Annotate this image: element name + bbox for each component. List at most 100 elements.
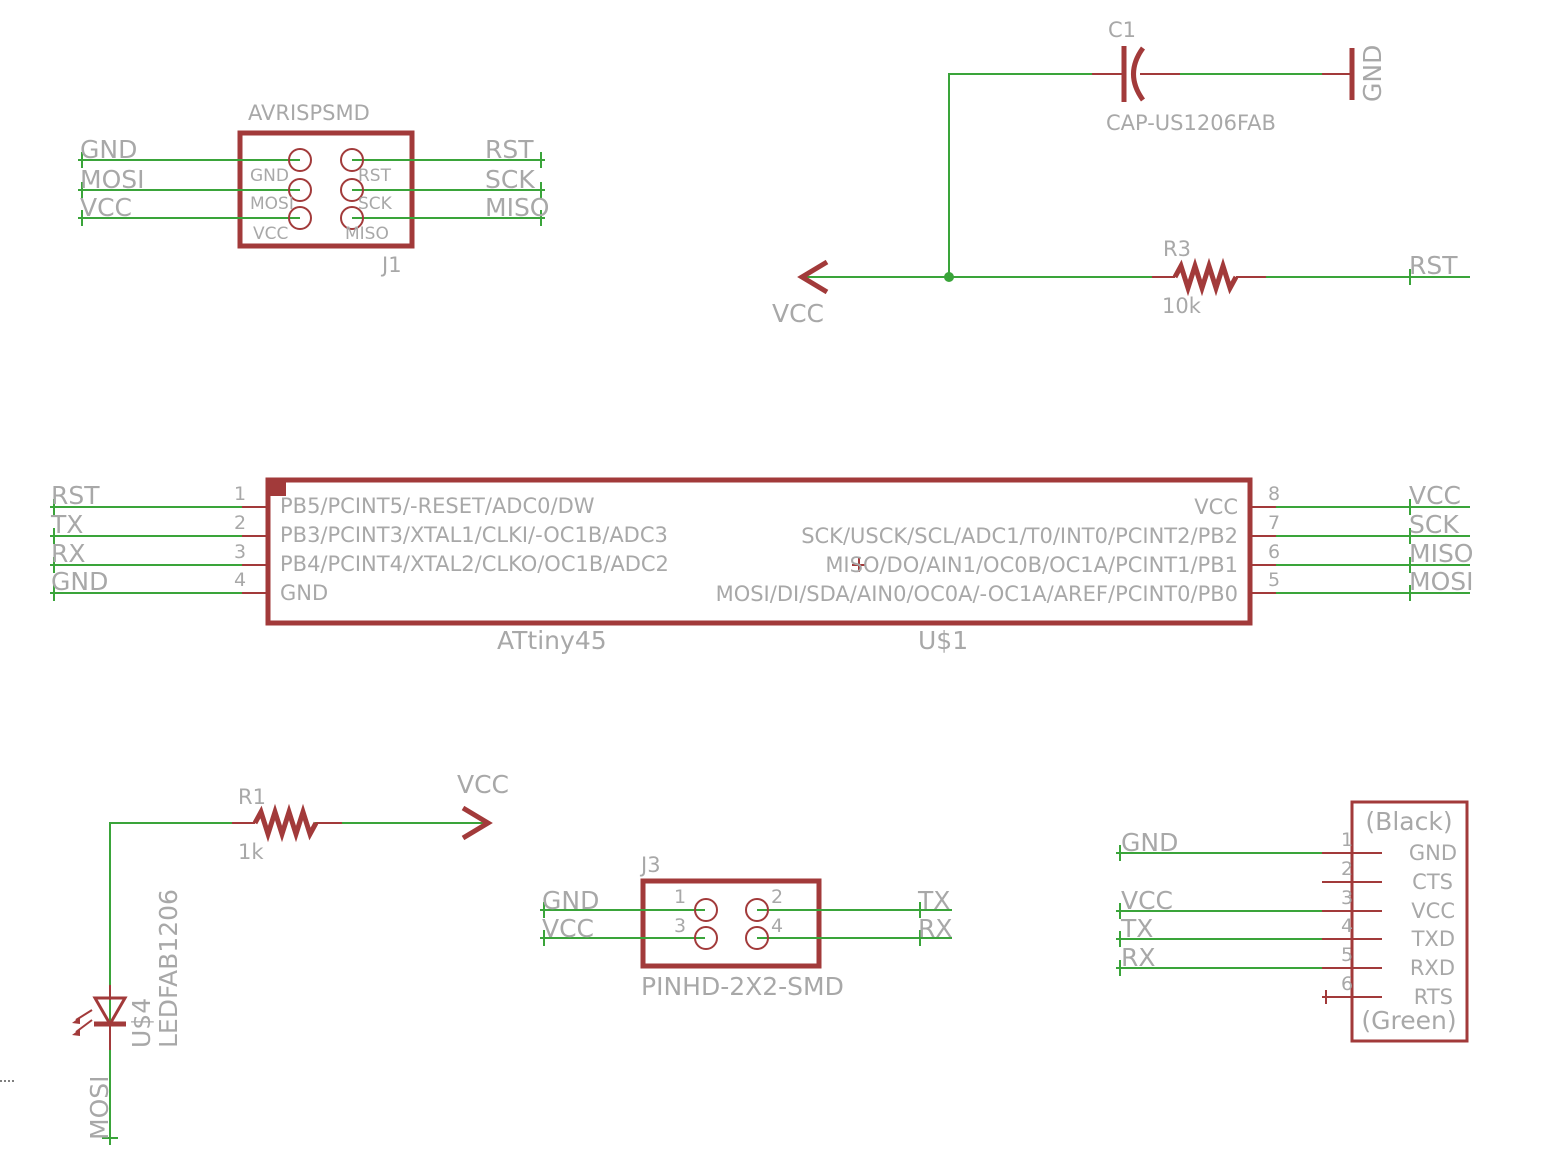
j3-pin-number: 4: [771, 915, 783, 937]
j3-pad: [745, 898, 769, 922]
c1-plate-curved: [1131, 46, 1146, 102]
ftdi-pin-number: 6: [1341, 973, 1353, 995]
r1-name: R1: [238, 785, 266, 809]
junction-dot: [944, 272, 954, 282]
u1-pin1-marker: [268, 480, 286, 496]
u1-attiny45[interactable]: RST TX RX GND 1 2 3 4 PB5/PCINT5/-RESET/…: [50, 477, 1474, 655]
j1-pad-label: MOSI: [250, 194, 294, 214]
net-label-gnd: GND: [1121, 828, 1178, 857]
net-label-rx: RX: [918, 914, 953, 943]
j1-pad: [340, 178, 364, 202]
net-label-vcc: VCC: [1121, 886, 1173, 915]
j3-pin-number: 3: [674, 915, 686, 937]
j1-pad-label: MISO: [345, 224, 389, 244]
r3-name: R3: [1163, 237, 1191, 261]
ftdi-pin-name: RXD: [1410, 956, 1455, 980]
led-value: LEDFAB1206: [154, 889, 183, 1048]
net-label-sck: SCK: [1409, 510, 1459, 539]
j1-name: J1: [380, 253, 402, 277]
c1-name: C1: [1108, 18, 1136, 42]
net-label-tx: TX: [1120, 914, 1153, 943]
j1-pad-label: VCC: [253, 224, 288, 244]
j3-pad: [745, 926, 769, 950]
ftdi-top-label: (Black): [1365, 807, 1452, 836]
u1-pin-name: MISO/DO/AIN1/OC0B/OC1A/PCINT1/PB1: [825, 553, 1238, 577]
u1-pin-name: PB4/PCINT4/XTAL2/CLKO/OC1B/ADC2: [280, 552, 669, 576]
net-label-rx: RX: [1121, 943, 1156, 972]
j3-header[interactable]: J3 1 2 3 4 GND VCC TX RX PINHD-2X2-SMD: [540, 853, 953, 1001]
u1-pin-name: GND: [280, 581, 328, 605]
u1-pin-number: 4: [234, 569, 246, 591]
vcc-arrow-symbol: [461, 805, 493, 841]
vcc-label: VCC: [457, 770, 509, 799]
j1-pad-label: RST: [358, 166, 392, 186]
ftdi-pin-name: CTS: [1412, 870, 1453, 894]
j1-value: AVRISPSMD: [248, 101, 370, 125]
u1-value: ATtiny45: [497, 626, 607, 655]
j3-pad: [694, 898, 718, 922]
c1-value: CAP-US1206FAB: [1106, 111, 1276, 135]
ftdi-pin-number: 4: [1341, 915, 1353, 937]
net-label-vcc: VCC: [1409, 481, 1461, 510]
net-label-vcc: VCC: [80, 193, 132, 222]
ftdi-pin-name: RTS: [1414, 985, 1453, 1009]
net-label-gnd: GND: [542, 886, 599, 915]
net-label-mosi: MOSI: [1409, 567, 1474, 596]
u1-body: [265, 477, 1253, 626]
j1-pad-label: SCK: [358, 194, 393, 214]
net-label-tx: TX: [50, 510, 83, 539]
net-label-rx: RX: [51, 539, 86, 568]
net-label-rst: RST: [485, 135, 534, 164]
led-u4[interactable]: U$4 LEDFAB1206 MOSI: [72, 889, 183, 1145]
ftdi-pin-name: TXD: [1411, 927, 1455, 951]
j1-pad: [288, 148, 312, 172]
net-label-rst: RST: [1409, 251, 1458, 280]
net-label-miso: MISO: [485, 193, 550, 222]
net-label-gnd: GND: [51, 567, 108, 596]
u1-pin-name: VCC: [1194, 495, 1238, 519]
net-label-mosi: MOSI: [85, 1076, 114, 1141]
j3-pin-number: 2: [771, 886, 783, 908]
led-arrow-head: [72, 1017, 80, 1024]
net-label-vcc: VCC: [542, 914, 594, 943]
r1-wire-left: [109, 822, 255, 1060]
u1-pin-number: 8: [1268, 483, 1280, 505]
ftdi-header[interactable]: (Black) (Green) 1 2 3 4 5 6 GND CTS VCC …: [1116, 800, 1469, 1043]
ftdi-pin-number: 5: [1341, 944, 1353, 966]
net-label-tx: TX: [917, 886, 950, 915]
led-triangle: [92, 996, 128, 1028]
u1-pin-number: 5: [1268, 569, 1280, 591]
ftdi-body: [1350, 800, 1469, 1043]
j1-pad: [340, 206, 364, 230]
net-label-gnd: GND: [80, 135, 137, 164]
j3-name: J3: [639, 853, 661, 877]
vcc-label: VCC: [772, 299, 824, 328]
vcc-arrow-symbol: [797, 259, 829, 295]
j1-pad: [288, 206, 312, 230]
ftdi-pin-number: 1: [1341, 829, 1353, 851]
net-label-mosi: MOSI: [80, 165, 145, 194]
u1-pin-name: PB3/PCINT3/XTAL1/CLKI/-OC1B/ADC3: [280, 523, 668, 547]
net-label-miso: MISO: [1409, 539, 1474, 568]
led-emission-arrow: [75, 1019, 93, 1033]
c1-wire-left: [948, 73, 1118, 277]
net-label-rst: RST: [51, 481, 100, 510]
j1-isp-header[interactable]: AVRISPSMD GND MOSI VCC RST SCK MISO GND …: [78, 101, 550, 277]
u1-pin-number: 2: [234, 512, 246, 534]
r3-resistor[interactable]: R3 VCC 10k RST: [772, 237, 1470, 328]
ftdi-pin-name: VCC: [1411, 899, 1455, 923]
j3-pad: [694, 926, 718, 950]
c1-capacitor[interactable]: C1 GND CAP-US1206FAB: [948, 18, 1387, 277]
u1-pin-name: MOSI/DI/SDA/AIN0/OC0A/-OC1A/AREF/PCINT0/…: [716, 582, 1238, 606]
u1-pin-number: 6: [1268, 541, 1280, 563]
led-name: U$4: [127, 998, 156, 1048]
j3-value: PINHD-2X2-SMD: [641, 972, 844, 1001]
ftdi-bottom-label: (Green): [1361, 1006, 1456, 1035]
u1-name: U$1: [918, 626, 968, 655]
u1-pin-number: 7: [1268, 512, 1280, 534]
u1-pin-name: PB5/PCINT5/-RESET/ADC0/DW: [280, 494, 595, 518]
j1-pad: [340, 148, 364, 172]
r1-resistor[interactable]: R1 VCC 1k: [109, 770, 509, 1060]
ftdi-pin-number: 3: [1341, 887, 1353, 909]
